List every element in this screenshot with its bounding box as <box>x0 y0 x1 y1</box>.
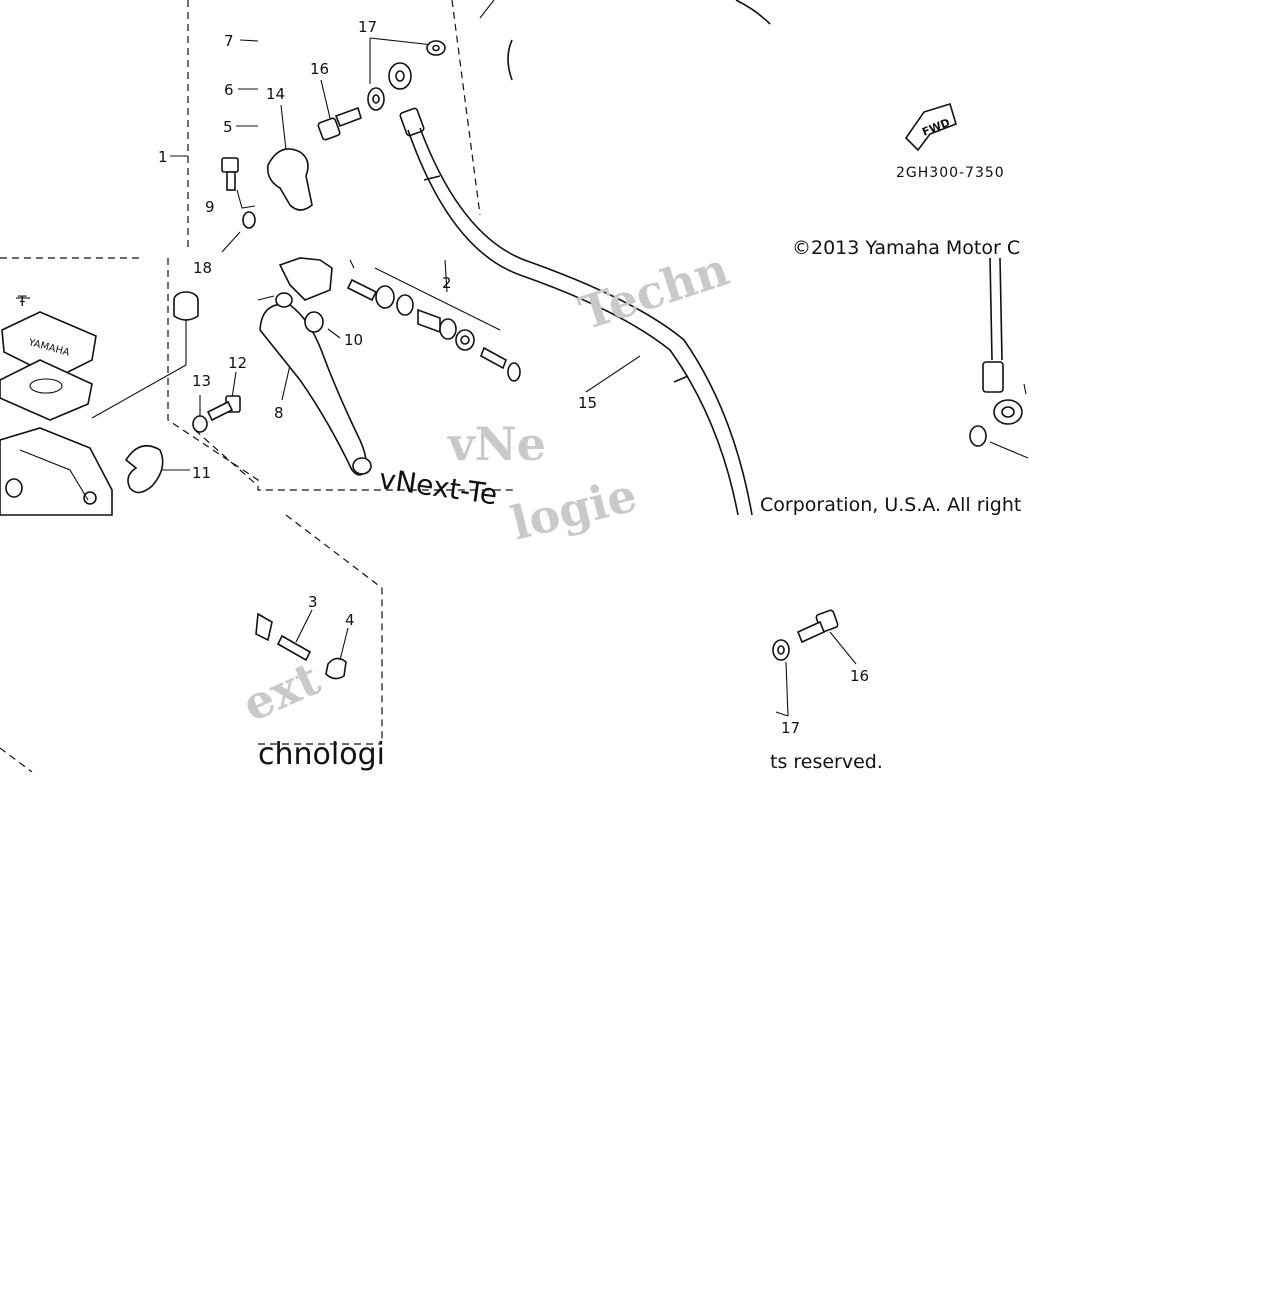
watermark-6: chnologi <box>258 737 385 772</box>
callout-6: 6 <box>224 81 234 99</box>
callout-12: 12 <box>228 354 247 372</box>
tile-top-middle <box>407 0 771 516</box>
leader-16-top <box>320 79 331 119</box>
bolt-part-16-top <box>317 106 362 141</box>
diagram-code: 2GH300-7350 <box>896 165 1005 181</box>
tile-top-left: YAMAHA Ŧ <box>0 0 521 516</box>
fwd-arrow-icon <box>904 102 957 152</box>
callout-5: 5 <box>223 118 233 136</box>
bolt-part-9 <box>221 157 239 191</box>
nut-part-10 <box>304 311 324 333</box>
cap-part-4 <box>325 627 349 680</box>
brake-hose-outer <box>407 129 739 516</box>
hose-right <box>989 257 1003 361</box>
callout-13: 13 <box>192 372 211 390</box>
lever-bracket <box>278 257 333 301</box>
boot-part-14 <box>266 148 313 211</box>
callout-16-bottom: 16 <box>850 667 869 685</box>
clamp-part-11 <box>124 444 164 494</box>
leader-16-bottom <box>829 631 857 665</box>
copyright-fragment-b: Corporation, U.S.A. All right <box>760 494 1021 516</box>
callout-9: 9 <box>205 198 215 216</box>
dashed-frame-lever <box>167 258 515 491</box>
leader-18 <box>91 320 187 419</box>
watermark-3: vNe <box>447 417 546 471</box>
watermark-5: ext <box>235 651 329 732</box>
callout-15: 15 <box>578 394 597 412</box>
tile-bottom-right <box>772 609 857 717</box>
washer-small <box>242 211 256 229</box>
leader-10 <box>327 328 341 339</box>
callout-10: 10 <box>344 331 363 349</box>
leader-9 <box>236 189 256 209</box>
diaphragm <box>0 359 93 421</box>
piston-kit-part-2 <box>346 278 521 382</box>
brake-hose-inner <box>419 127 753 516</box>
washer-right <box>969 425 987 447</box>
dashed-frame-bottom <box>285 514 383 740</box>
bolt-part-16-bottom <box>796 609 839 644</box>
copyright-fragment-c: ts reserved. <box>770 751 883 773</box>
callout-16-top: 16 <box>310 60 329 78</box>
leader-7 <box>239 39 259 42</box>
leader-8 <box>281 364 291 401</box>
master-cylinder-body <box>0 427 113 516</box>
callout-17-top: 17 <box>358 18 377 36</box>
tile-bottom-left <box>0 514 383 773</box>
tile-top-right <box>904 102 1029 459</box>
reservoir-cap: YAMAHA <box>1 311 97 379</box>
callout-1: 1 <box>158 148 168 166</box>
callout-14: 14 <box>266 85 285 103</box>
copyright-fragment-a: ©2013 Yamaha Motor C <box>792 237 1020 259</box>
leader-17-top <box>369 37 434 84</box>
callout-4: 4 <box>345 611 355 629</box>
leader-2 <box>374 259 501 331</box>
leader-12 <box>231 371 237 399</box>
callout-3: 3 <box>308 593 318 611</box>
callout-7: 7 <box>224 32 234 50</box>
leader-17-bottom <box>775 661 789 717</box>
banjo-fitting <box>388 62 425 137</box>
dashed-frame-right <box>451 0 481 216</box>
washer-part-13 <box>192 415 208 433</box>
leader-15 <box>585 355 641 393</box>
callout-numbers: 7 6 5 1 17 16 14 9 18 2 10 12 13 8 11 15… <box>158 18 869 737</box>
callout-8: 8 <box>274 404 284 422</box>
callout-18: 18 <box>193 259 212 277</box>
screw-part-12 <box>206 395 241 422</box>
lever-part-8 <box>257 292 372 476</box>
callout-11: 11 <box>192 464 211 482</box>
callout-2: 2 <box>442 274 452 292</box>
watermark-4: logie <box>506 468 642 551</box>
cap-part-18 <box>173 291 199 321</box>
svg-text:Ŧ: Ŧ <box>17 294 27 310</box>
bleed-screw-part-3 <box>255 609 313 662</box>
watermark-1: Techn <box>573 242 735 341</box>
callout-17-bottom: 17 <box>781 719 800 737</box>
leader-14 <box>280 104 287 151</box>
hose-fitting-right <box>982 361 1004 393</box>
dashed-frame-diag <box>194 429 259 487</box>
